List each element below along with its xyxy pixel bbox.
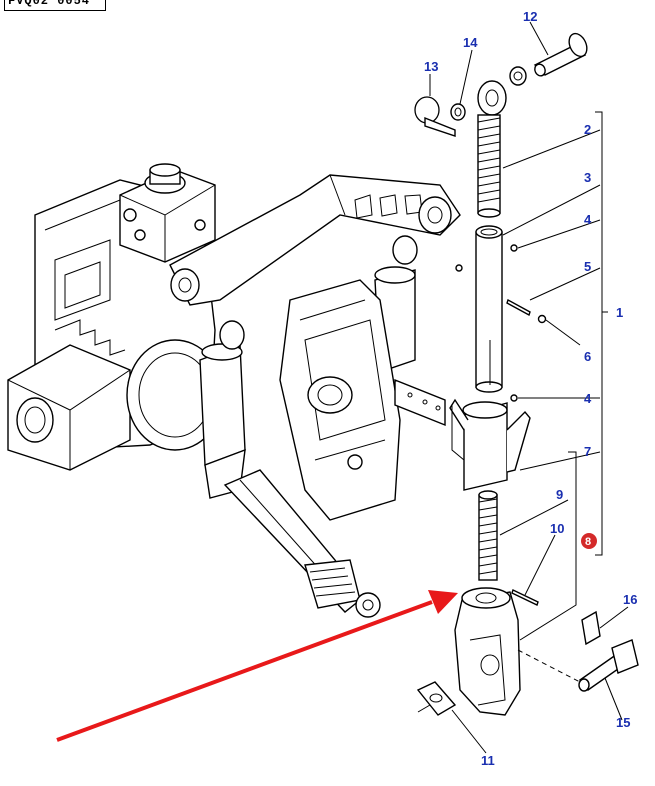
callout-2: 2 <box>584 122 591 137</box>
reference-code: FVQ02 0054 <box>8 0 91 8</box>
callout-3: 3 <box>584 170 591 185</box>
part-6-grease-fitting <box>537 314 547 324</box>
callout-6: 6 <box>584 349 591 364</box>
lower-link-arm <box>223 469 381 618</box>
part-3-tube <box>455 225 503 393</box>
part-2-threaded-eye <box>477 80 507 218</box>
callout-11: 11 <box>481 753 495 768</box>
drawbar-frame <box>279 279 446 521</box>
callout-labels: 1 2 3 4 4 5 6 7 8 9 10 11 12 13 14 15 16 <box>424 9 637 768</box>
part-15-pin <box>578 639 639 692</box>
callout-5: 5 <box>584 259 591 274</box>
part-7-handle-sleeve <box>449 398 531 491</box>
part-8-fork-end <box>454 587 521 716</box>
leader-lines <box>417 21 629 754</box>
part-12-pin <box>533 32 588 77</box>
red-indicator-arrow <box>56 590 458 742</box>
part-14-washer <box>450 66 527 121</box>
callout-8-badge <box>581 533 597 549</box>
callout-9: 9 <box>556 487 563 502</box>
callout-4-lower: 4 <box>584 391 592 406</box>
tractor-rear-housing <box>7 163 224 471</box>
callout-4-upper: 4 <box>584 212 592 227</box>
callout-7: 7 <box>584 444 591 459</box>
lift-arm-beam <box>169 174 461 306</box>
callout-16: 16 <box>623 592 637 607</box>
part-9-threaded-rod <box>478 490 498 581</box>
callout-15: 15 <box>616 715 630 730</box>
part-10-pin <box>511 589 539 606</box>
part-11-plate <box>416 681 457 716</box>
part-4-nipples <box>510 244 518 402</box>
reference-code-box <box>4 0 106 11</box>
callout-12: 12 <box>523 9 537 24</box>
callout-8: 8 <box>585 536 591 548</box>
callout-13: 13 <box>424 59 438 74</box>
callout-14: 14 <box>463 35 478 50</box>
part-16-clip <box>581 610 601 646</box>
callout-10: 10 <box>550 521 564 536</box>
callout-1: 1 <box>616 305 623 320</box>
part-13-lynch-pin <box>414 96 456 137</box>
part-5-pin <box>506 298 531 317</box>
